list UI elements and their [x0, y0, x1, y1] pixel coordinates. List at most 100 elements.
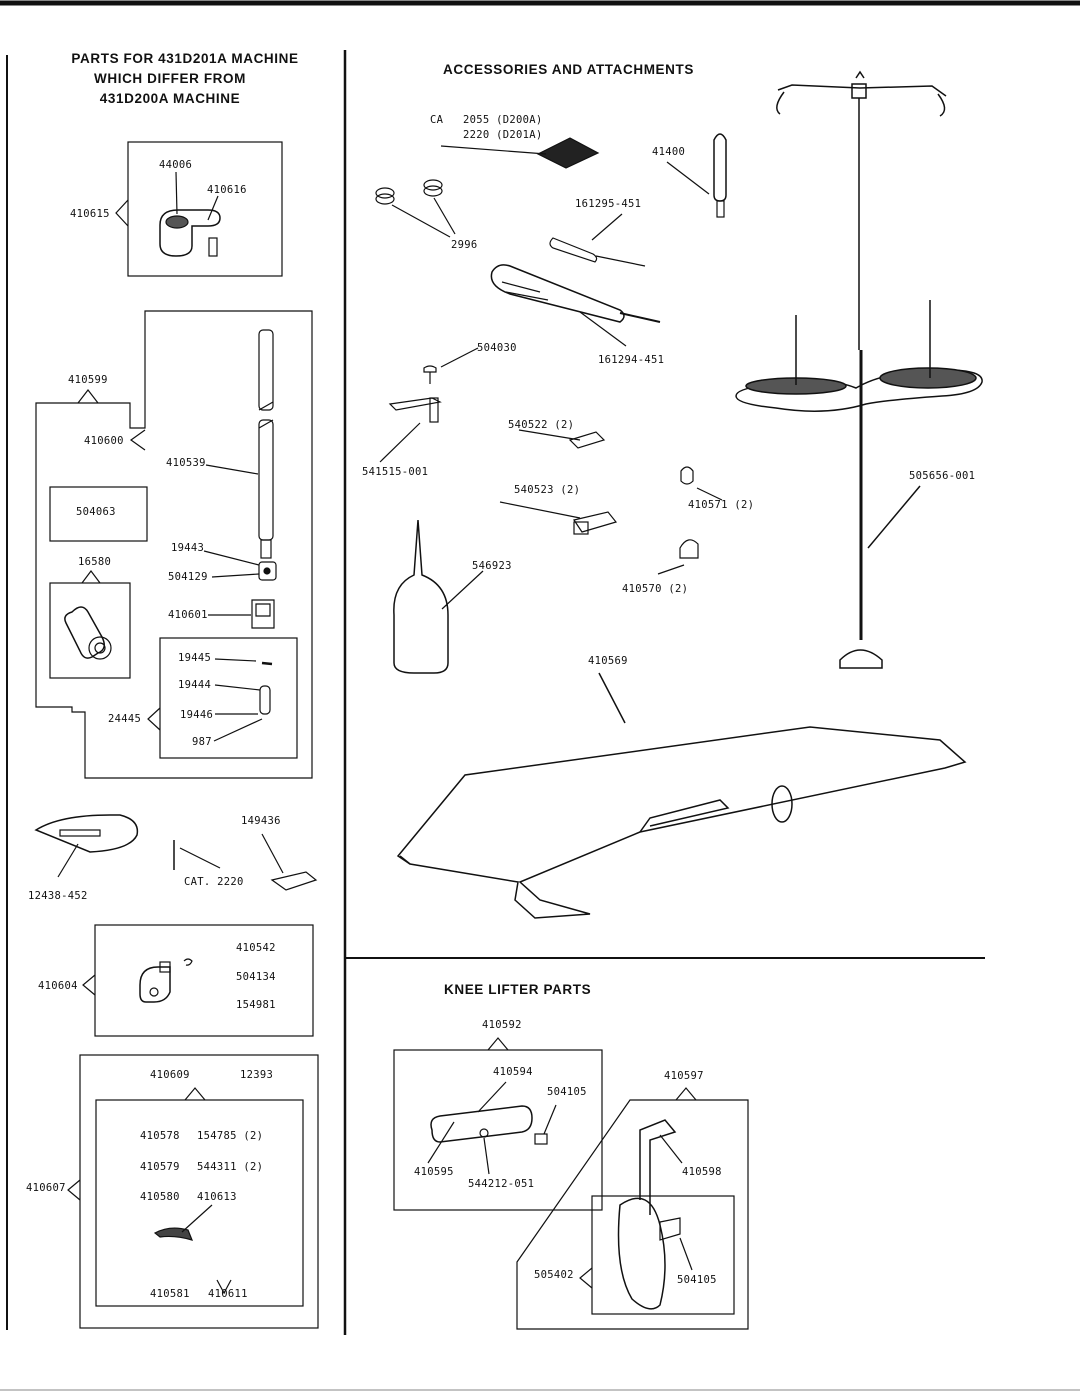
nut-410570-drawing	[657, 539, 699, 575]
part-label: 154785 (2)	[197, 1130, 264, 1142]
knife-drawing	[153, 1204, 213, 1241]
part-label: 504105	[547, 1086, 587, 1098]
part-label: 410578	[140, 1130, 180, 1142]
rod-drawing	[205, 329, 274, 559]
part-label: 410581	[150, 1288, 190, 1300]
feed-dog-drawing	[261, 833, 318, 891]
box-16580	[49, 582, 131, 679]
part-label: 19446	[180, 709, 214, 721]
extension-table-drawing	[396, 672, 967, 919]
part-label: 2996	[451, 239, 478, 251]
small-parts-drawings	[213, 658, 273, 742]
part-label: 410616	[207, 184, 247, 196]
assembly-label: 410599	[68, 374, 108, 386]
bracket-410581	[216, 1279, 232, 1295]
part-label: 410594	[493, 1066, 533, 1078]
bracket-410609	[184, 1087, 206, 1101]
part-label: 154981	[236, 999, 276, 1011]
part-label: 504105	[677, 1274, 717, 1286]
part-label: 410595	[414, 1166, 454, 1178]
nut-410571-drawing	[680, 466, 723, 501]
part-label: 149436	[241, 815, 281, 827]
part-label: 410613	[197, 1191, 237, 1203]
small-screwdriver-drawing	[549, 213, 646, 267]
part-label: 410542	[236, 942, 276, 954]
part-label: 410571 (2)	[688, 499, 755, 511]
bracket-16580	[81, 570, 101, 584]
hook-part-drawing	[159, 171, 221, 257]
assembly-label: 505402	[534, 1269, 574, 1281]
bracket-410607	[67, 1179, 81, 1201]
box-hook	[127, 141, 283, 277]
box-505402	[591, 1195, 735, 1315]
part-label: 410609	[150, 1069, 190, 1081]
box-410592	[393, 1049, 603, 1211]
needle-cat-line-2: 2220 (D201A)	[463, 129, 543, 141]
part-label: 410598	[682, 1166, 722, 1178]
part-label: 19445	[178, 652, 212, 664]
accessories-title: ACCESSORIES AND ATTACHMENTS	[443, 62, 694, 77]
part-label: 410580	[140, 1191, 180, 1203]
bobbin-drawing	[375, 179, 456, 238]
bracket-24445	[147, 707, 161, 731]
lever-drawing	[64, 606, 112, 660]
part-label: 987	[192, 736, 212, 748]
box-410609	[95, 1099, 304, 1307]
bracket-410597	[675, 1087, 697, 1101]
part-label: 504134	[236, 971, 276, 983]
part-label: 546923	[472, 560, 512, 572]
part-label: 161295-451	[575, 198, 642, 210]
box-504063	[49, 486, 148, 542]
box-410599	[35, 310, 313, 779]
box-410604	[94, 924, 314, 1037]
part-label: 544311 (2)	[197, 1161, 264, 1173]
oil-can-drawing	[393, 519, 484, 674]
part-label: 41400	[652, 146, 686, 158]
bracket-410615	[115, 199, 129, 227]
assembly-label: 410592	[482, 1019, 522, 1031]
assembly-label: 410597	[664, 1070, 704, 1082]
bracket-410592	[487, 1037, 509, 1051]
assembly-label: 24445	[108, 713, 142, 725]
part-label: 410579	[140, 1161, 180, 1173]
thumbscrew-drawing	[423, 347, 479, 384]
part-label: 161294-451	[598, 354, 665, 366]
knee-shaft-drawing	[427, 1081, 557, 1175]
part-label: 44006	[159, 159, 193, 171]
part-label: 410611	[208, 1288, 248, 1300]
left-title-line-2: WHICH DIFFER FROM	[94, 71, 246, 86]
needle-cat-prefix: CA	[430, 114, 444, 126]
part-label: 541515-001	[362, 466, 429, 478]
bracket-410600	[129, 429, 146, 451]
box-24445	[159, 637, 298, 759]
assembly-label: 410607	[26, 1182, 66, 1194]
part-label: 504063	[76, 506, 116, 518]
part-label: 540523 (2)	[514, 484, 581, 496]
part-label: 16580	[78, 556, 112, 568]
assembly-label: 410604	[38, 980, 78, 992]
throat-plate-drawing	[34, 814, 139, 878]
bracket-410604	[82, 974, 96, 996]
part-label: 540522 (2)	[508, 419, 575, 431]
part-label: 410601	[168, 609, 208, 621]
part-label: 410570 (2)	[622, 583, 689, 595]
part-label: 410569	[588, 655, 628, 667]
clamp-540523-drawing	[499, 501, 618, 535]
part-label: 544212-051	[468, 1178, 535, 1190]
part-label: 410539	[166, 457, 206, 469]
large-screwdriver-drawing	[490, 264, 661, 347]
left-title-line-1: PARTS FOR 431D201A MACHINE	[71, 51, 299, 66]
knee-pad-drawing	[617, 1119, 693, 1310]
needle-packet-drawing	[440, 137, 600, 169]
part-label: 505656-001	[909, 470, 976, 482]
part-label: CAT. 2220	[184, 876, 244, 888]
box-410607	[79, 1054, 319, 1329]
part-label: 19444	[178, 679, 212, 691]
needle-drawing	[173, 840, 221, 870]
left-title-line-3: 431D200A MACHINE	[99, 91, 241, 106]
oil-stick-drawing	[666, 133, 727, 218]
bracket-part-drawing	[139, 958, 193, 1003]
part-label: 19443	[171, 542, 205, 554]
